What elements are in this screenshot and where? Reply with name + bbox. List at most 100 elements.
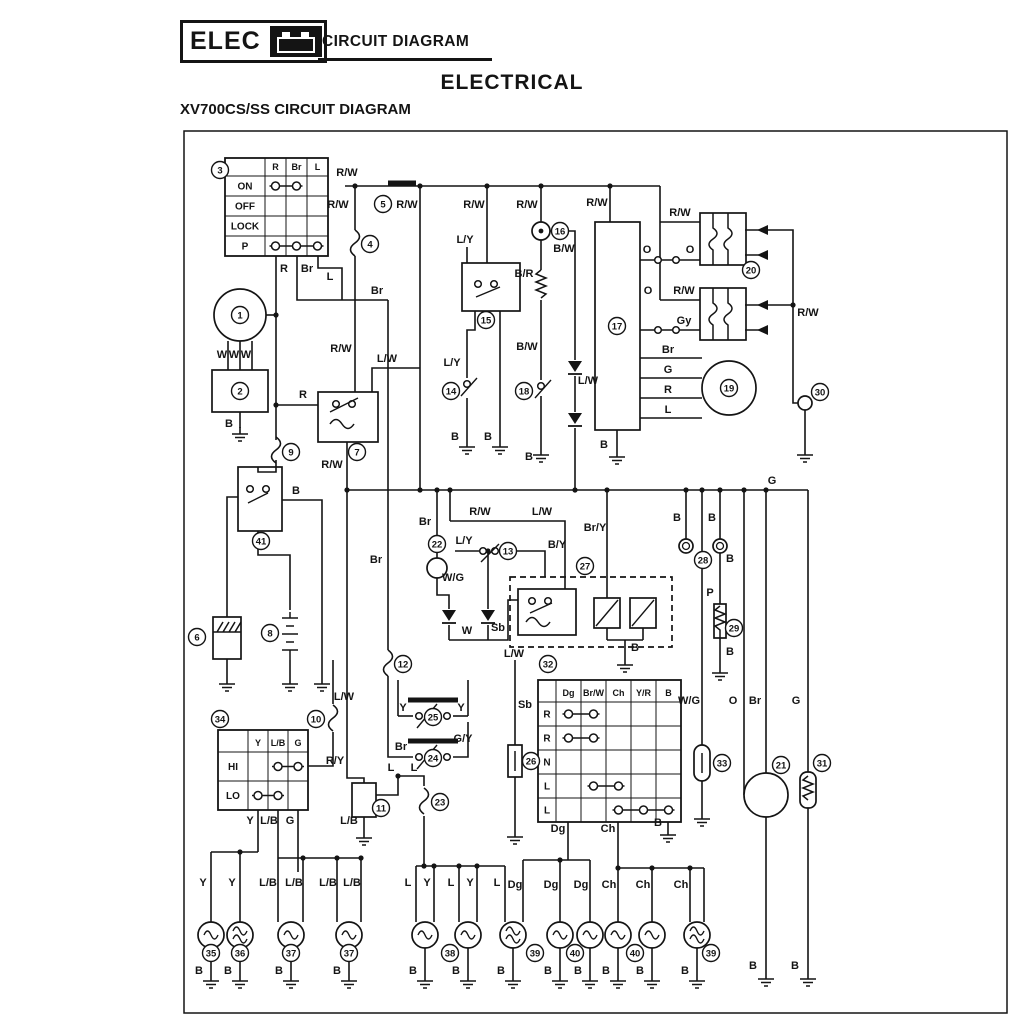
lamp-filament	[582, 930, 598, 940]
wire-label: Y	[246, 815, 254, 827]
component-box	[629, 597, 657, 629]
component-number: 35	[206, 949, 217, 960]
wire-label: W	[217, 349, 228, 361]
contact-point	[273, 790, 283, 801]
fuse-symbol	[327, 704, 339, 732]
wire-label: B	[602, 965, 610, 977]
component-number-ring	[230, 305, 250, 325]
diode-symbol	[481, 610, 495, 621]
wire-label: L/B	[319, 877, 337, 889]
wire-label: L/Y	[455, 535, 473, 547]
wire-label: P	[706, 587, 713, 599]
wire-junction	[334, 855, 340, 861]
wire-label: Y	[466, 877, 474, 889]
component-number-ring	[741, 260, 761, 280]
wire-junction	[417, 487, 423, 493]
component-number: 33	[717, 759, 728, 770]
coil-symbol	[708, 288, 733, 340]
component-number-ring	[625, 943, 645, 963]
lamp-filament	[552, 930, 568, 940]
battery-body	[276, 37, 315, 53]
contact-point	[653, 325, 663, 335]
wire-label: B	[452, 965, 460, 977]
resistor-symbol	[712, 605, 728, 638]
wire-label: L/B	[260, 815, 278, 827]
ground-symbol	[492, 440, 508, 455]
fuse-symbol	[382, 649, 394, 677]
contact-point	[671, 255, 681, 265]
ground-symbol	[712, 666, 728, 681]
lamp-filament	[460, 930, 476, 940]
wire-label: B/R	[515, 268, 534, 280]
wire-label: Br	[419, 516, 432, 528]
gear-indicator-table-row-label: R	[543, 734, 551, 745]
component-number-ring	[347, 442, 367, 462]
relay-box	[461, 262, 521, 312]
ground-symbol	[505, 974, 521, 989]
cdi-unit-box	[594, 221, 641, 431]
wire-label: R	[299, 389, 307, 401]
wire-label: Sb	[518, 699, 532, 711]
wire	[317, 256, 343, 300]
wire-label: B	[409, 965, 417, 977]
contact-point	[414, 711, 424, 721]
wire-label: B	[749, 960, 757, 972]
wire-junction	[699, 487, 705, 493]
wire-label: O	[686, 244, 695, 256]
fuse-symbol	[418, 787, 430, 815]
wire-label: B	[484, 431, 492, 443]
wire-label: Dg	[574, 879, 589, 891]
ignition-switch-table	[224, 157, 329, 257]
battery-symbol	[282, 612, 298, 660]
contact-point	[473, 279, 483, 289]
wire-label: B	[225, 418, 233, 430]
ground-symbol	[552, 974, 568, 989]
component-number: 37	[344, 949, 355, 960]
ground-symbol	[356, 831, 372, 846]
contact-point	[312, 241, 323, 251]
wire-label: L/W	[334, 691, 355, 703]
component-number: 13	[503, 547, 514, 558]
wire-label: B/W	[553, 243, 575, 255]
ground-symbol	[533, 448, 549, 463]
lamp-filament	[232, 926, 248, 936]
wire-label: B	[451, 431, 459, 443]
wire-label: W/G	[678, 695, 700, 707]
wire-junction	[763, 487, 769, 493]
component-number-ring	[693, 550, 713, 570]
wire-label: B	[726, 646, 734, 658]
lamp-filament	[341, 930, 357, 940]
lamp-filament	[689, 934, 705, 944]
elec-tab: ELEC	[180, 20, 327, 63]
wire-junction	[395, 773, 401, 779]
relay-box	[517, 588, 577, 636]
component-number-ring	[440, 943, 460, 963]
component-number-ring	[260, 623, 280, 643]
contact-point	[253, 790, 263, 801]
wire-label: B	[224, 965, 232, 977]
resistor-symbol	[800, 775, 816, 801]
wire	[226, 496, 238, 617]
contact-point	[588, 709, 599, 719]
starter-relay-box	[237, 466, 283, 532]
wire	[387, 676, 413, 758]
component-number-ring	[230, 943, 250, 963]
page-subtitle: XV700CS/SS CIRCUIT DIAGRAM	[180, 101, 411, 118]
wire-label: R/W	[321, 459, 343, 471]
component-number: 41	[256, 537, 267, 548]
ignition-switch-table-col-header: Br	[291, 162, 301, 172]
dimmer-switch-table	[217, 729, 309, 811]
diagram-border	[183, 130, 1008, 1014]
component-number: 17	[612, 322, 623, 333]
component-number-ring	[812, 753, 832, 773]
coil-symbol	[329, 418, 355, 430]
coil-symbol	[708, 213, 733, 265]
component-number: 21	[776, 761, 787, 772]
component-number-ring	[281, 442, 301, 462]
gear-indicator-table-col-header: Br/W	[583, 688, 605, 698]
contact-point	[588, 733, 599, 743]
gear-indicator-table-col-header: Y/R	[636, 688, 652, 698]
coil-symbol	[525, 616, 551, 628]
component-number-ring	[373, 194, 393, 214]
